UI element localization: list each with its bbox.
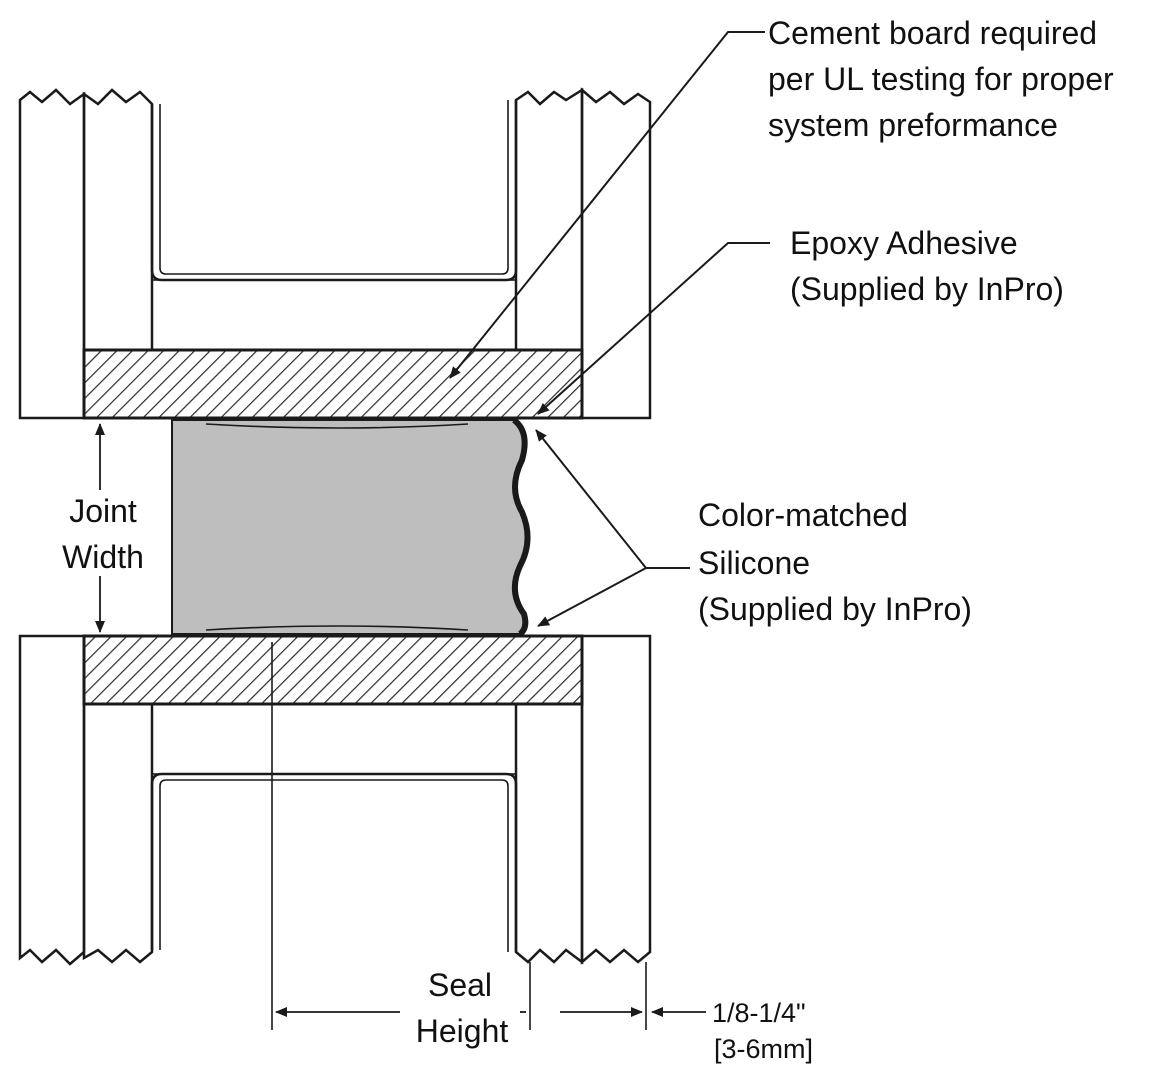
silicone-leader-upper	[535, 429, 690, 569]
top-left-wall-section	[18, 88, 86, 420]
bottom-right-wall-section	[580, 634, 652, 965]
silicone-label-line1: Color-matched	[698, 497, 908, 533]
cement-board-label-line3: system preformance	[768, 107, 1058, 143]
epoxy-label-line2: (Supplied by InPro)	[790, 271, 1064, 307]
top-wall-assembly	[18, 87, 652, 420]
cement-board-label-line2: per UL testing for proper	[768, 61, 1114, 97]
bottom-stud-inner-lip	[159, 779, 509, 952]
bottom-stud-web	[151, 703, 517, 775]
top-right-wall-section	[580, 87, 652, 420]
top-adhesive-line	[205, 423, 469, 429]
epoxy-label-line1: Epoxy Adhesive	[790, 225, 1018, 261]
bottom-cement-board	[82, 634, 584, 706]
epoxy-leader	[537, 242, 770, 415]
silicone-leader-lower	[537, 567, 647, 627]
bottom-wall-assembly	[18, 634, 652, 966]
joint-width-label-line2: Width	[62, 539, 144, 575]
foam-seal	[171, 417, 531, 637]
bottom-adhesive-line	[205, 625, 469, 631]
cement-board-leader	[449, 31, 765, 379]
bottom-left-wall-section	[18, 634, 86, 966]
top-stud-inner-lip	[159, 100, 509, 275]
cement-board-label-line1: Cement board required	[768, 15, 1097, 51]
joint-width-label-line1: Joint	[69, 493, 137, 529]
silicone-bead-face	[511, 417, 531, 637]
dimension-lines	[95, 423, 706, 1030]
callout-labels: Cement board required per UL testing for…	[698, 15, 1114, 627]
silicone-label-line3: (Supplied by InPro)	[698, 591, 972, 627]
top-stud-web	[151, 279, 517, 351]
recess-label-metric: [3-6mm]	[714, 1034, 813, 1064]
top-stud-channel	[150, 100, 518, 282]
seal-height-label-line1: Seal	[428, 967, 492, 1003]
dimension-labels: Joint Width Seal Height 1/8-1/4" [3-6mm]	[62, 493, 813, 1064]
top-cement-board	[82, 348, 584, 420]
bottom-stud-channel	[150, 772, 518, 952]
silicone-label-line2: Silicone	[698, 545, 810, 581]
seal-body	[171, 419, 529, 635]
seal-height-label-line2: Height	[416, 1013, 509, 1049]
recess-label-imperial: 1/8-1/4"	[712, 998, 806, 1028]
callout-leaders	[449, 31, 770, 627]
